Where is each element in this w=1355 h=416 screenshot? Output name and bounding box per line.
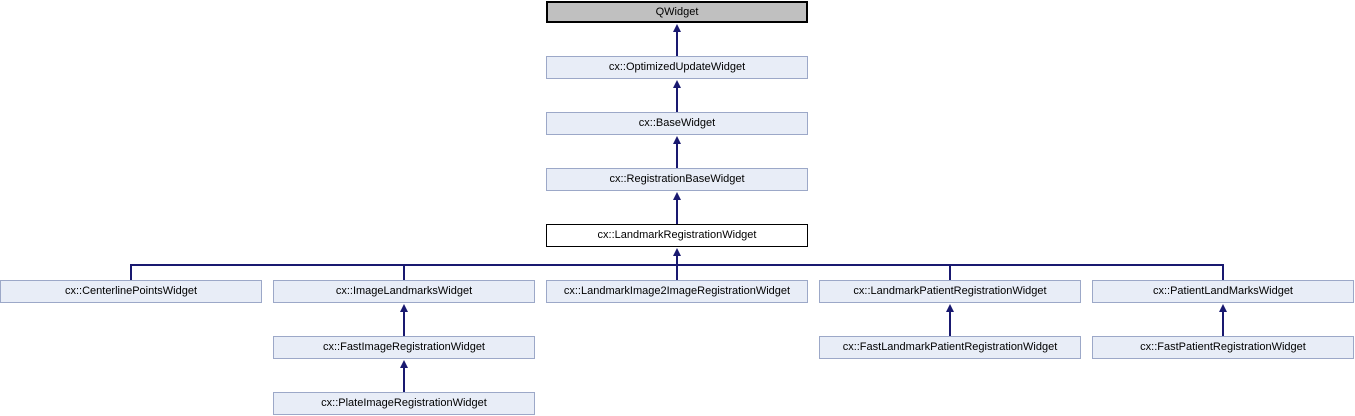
edge-drop-landmarkpatient <box>949 264 951 280</box>
class-node-plate-image-registration-widget[interactable]: cx::PlateImageRegistrationWidget <box>273 392 535 415</box>
edge-bus-children <box>130 264 1224 266</box>
edge-drop-patientlandmarks <box>1222 264 1224 280</box>
edge-arrowhead-fastlandmarkpatient-to-landmarkpatient <box>946 304 954 312</box>
edge-line-optimizedupdate-to-qwidget <box>676 30 678 56</box>
edge-arrowhead-landmarkreg-to-registrationbase <box>673 192 681 200</box>
edge-line-registrationbase-to-basewidget <box>676 142 678 168</box>
class-node-landmark-image2image-registration-widget[interactable]: cx::LandmarkImage2ImageRegistrationWidge… <box>546 280 808 303</box>
edge-line-basewidget-to-optimizedupdate <box>676 86 678 112</box>
edge-line-plateimage-to-fastimage <box>403 366 405 392</box>
edge-arrowhead-fastpatient-to-patientlandmarks <box>1219 304 1227 312</box>
edge-line-fastpatient-to-patientlandmarks <box>1222 310 1224 336</box>
edge-line-landmarkreg-to-registrationbase <box>676 198 678 224</box>
edge-arrowhead-fastimage-to-imagelandmarks <box>400 304 408 312</box>
edge-arrowhead-basewidget-to-optimizedupdate <box>673 80 681 88</box>
class-node-qwidget: QWidget <box>546 1 808 23</box>
class-node-fast-landmark-patient-registration-widget[interactable]: cx::FastLandmarkPatientRegistrationWidge… <box>819 336 1081 359</box>
edge-arrowhead-registrationbase-to-basewidget <box>673 136 681 144</box>
class-node-fast-image-registration-widget[interactable]: cx::FastImageRegistrationWidget <box>273 336 535 359</box>
class-node-base-widget[interactable]: cx::BaseWidget <box>546 112 808 135</box>
edge-line-fastimage-to-imagelandmarks <box>403 310 405 336</box>
class-node-landmark-patient-registration-widget[interactable]: cx::LandmarkPatientRegistrationWidget <box>819 280 1081 303</box>
class-node-patient-landmarks-widget[interactable]: cx::PatientLandMarksWidget <box>1092 280 1354 303</box>
edge-line-fastlandmarkpatient-to-landmarkpatient <box>949 310 951 336</box>
edge-drop-centerlinepoints <box>130 264 132 280</box>
class-node-registration-base-widget[interactable]: cx::RegistrationBaseWidget <box>546 168 808 191</box>
edge-drop-imagelandmarks <box>403 264 405 280</box>
class-node-image-landmarks-widget[interactable]: cx::ImageLandmarksWidget <box>273 280 535 303</box>
edge-arrowhead-plateimage-to-fastimage <box>400 360 408 368</box>
edge-line-center-drop <box>676 254 678 280</box>
class-node-landmark-registration-widget: cx::LandmarkRegistrationWidget <box>546 224 808 247</box>
edge-arrowhead-optimizedupdate-to-qwidget <box>673 24 681 32</box>
edge-arrowhead-children-to-landmarkreg <box>673 248 681 256</box>
class-node-optimized-update-widget[interactable]: cx::OptimizedUpdateWidget <box>546 56 808 79</box>
class-node-centerline-points-widget[interactable]: cx::CenterlinePointsWidget <box>0 280 262 303</box>
class-node-fast-patient-registration-widget[interactable]: cx::FastPatientRegistrationWidget <box>1092 336 1354 359</box>
